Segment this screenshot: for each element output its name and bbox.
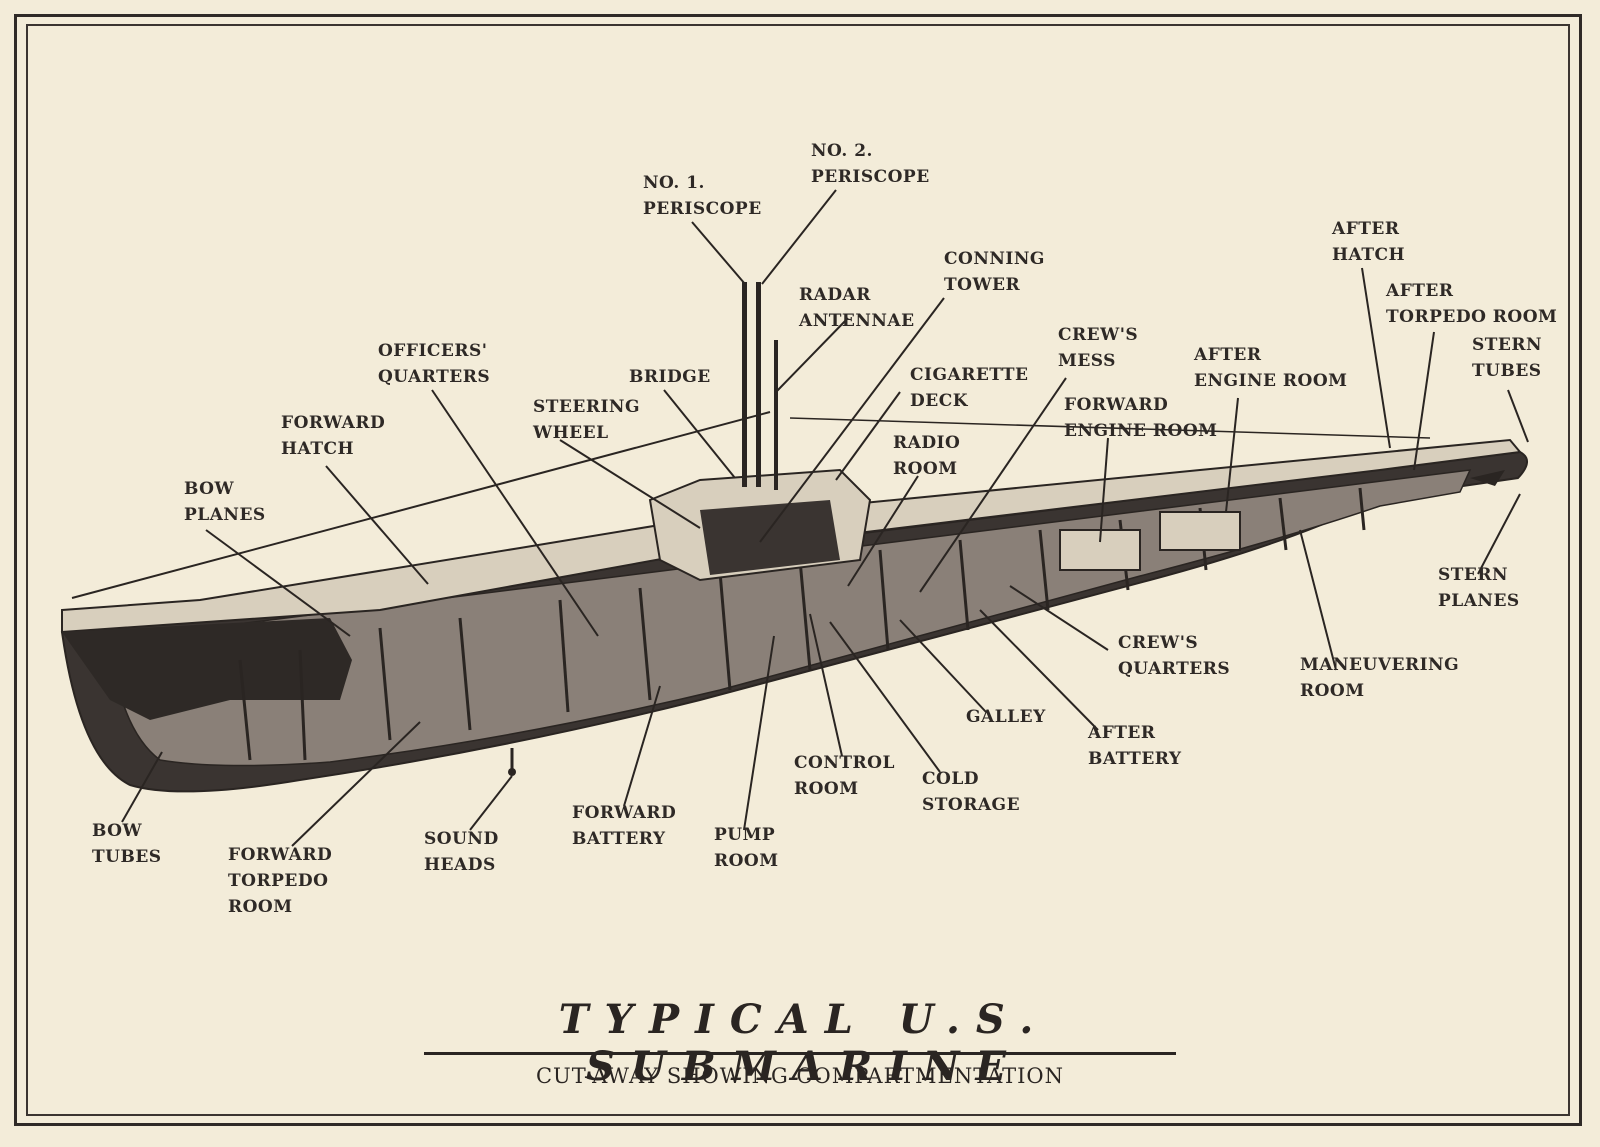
label-bow-planes: BOW PLANES: [184, 479, 266, 525]
label-after-hatch: AFTER HATCH: [1332, 219, 1406, 265]
rigging-wire-aft: [789, 417, 1431, 439]
label-sound-heads: SOUND HEADS: [424, 829, 499, 875]
label-officers-quarters: OFFICERS' QUARTERS: [378, 341, 491, 387]
periscope-2: [756, 282, 761, 487]
label-cold-storage: COLD STORAGE: [922, 769, 1021, 815]
label-pump-room: PUMP ROOM: [714, 825, 779, 871]
label-forward-torpedo-room: FORWARD TORPEDO ROOM: [228, 845, 333, 917]
conning-tower-core: [700, 500, 840, 575]
label-forward-engine-room: FORWARD ENGINE ROOM: [1064, 395, 1218, 441]
label-crews-mess: CREW'S MESS: [1058, 325, 1139, 371]
label-stern-planes: STERN PLANES: [1438, 565, 1520, 611]
label-control-room: CONTROL ROOM: [794, 753, 895, 799]
label-no2-periscope: NO. 2. PERISCOPE: [811, 141, 930, 187]
leader-lines: [121, 189, 1529, 847]
periscope-1: [742, 282, 747, 487]
label-radio-room: RADIO ROOM: [893, 433, 961, 479]
label-crews-quarters: CREW'S QUARTERS: [1118, 633, 1231, 679]
label-conning-tower: CONNING TOWER: [944, 249, 1045, 295]
inner-border: [26, 24, 1570, 1116]
radar-mast: [774, 340, 778, 490]
outer-border: [14, 14, 1582, 1126]
page-subtitle: CUT-AWAY SHOWING COMPARTMENTATION: [535, 1064, 1065, 1088]
sound-head-knob: [508, 768, 516, 776]
stern-planes: [1470, 470, 1505, 486]
label-bridge: BRIDGE: [629, 367, 711, 387]
label-forward-battery: FORWARD BATTERY: [572, 803, 677, 849]
label-maneuvering-room: MANEUVERING ROOM: [1300, 655, 1460, 701]
title-rule: [424, 1052, 1176, 1055]
label-steering-wheel: STEERING WHEEL: [533, 397, 640, 443]
label-after-torpedo-room: AFTER TORPEDO ROOM: [1386, 281, 1558, 327]
label-bow-tubes: BOW TUBES: [92, 821, 162, 867]
label-after-battery: AFTER BATTERY: [1088, 723, 1182, 769]
label-galley: GALLEY: [966, 707, 1046, 727]
label-after-engine-room: AFTER ENGINE ROOM: [1194, 345, 1348, 391]
label-forward-hatch: FORWARD HATCH: [281, 413, 386, 459]
page-title: TYPICAL U.S. SUBMARINE: [558, 996, 1050, 1090]
label-cigarette-deck: CIGARETTE DECK: [910, 365, 1029, 411]
rigging-wire: [71, 411, 771, 599]
bow-section: [62, 618, 352, 720]
label-no1-periscope: NO. 1. PERISCOPE: [643, 173, 762, 219]
label-radar-antennae: RADAR ANTENNAE: [799, 285, 915, 331]
label-stern-tubes: STERN TUBES: [1472, 335, 1543, 381]
